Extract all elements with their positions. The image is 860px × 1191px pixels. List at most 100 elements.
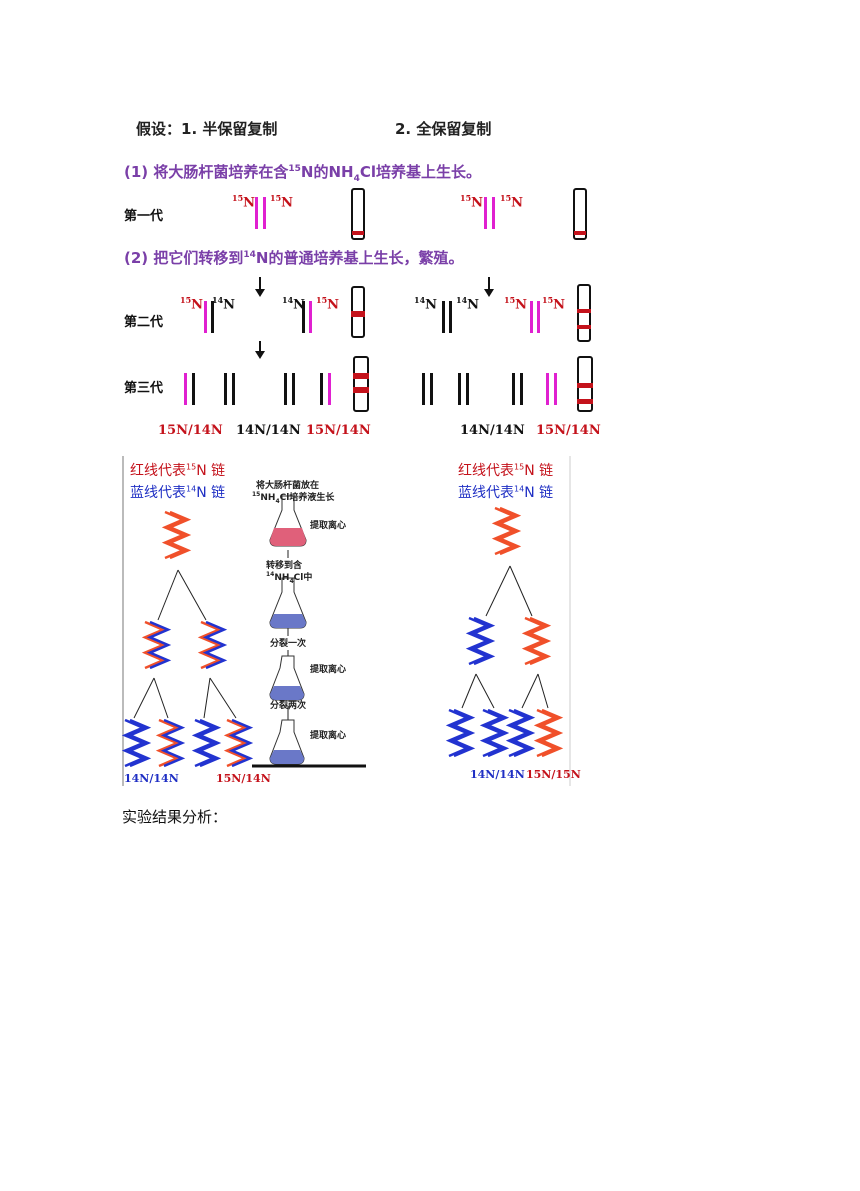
hypothesis-label: 假设：: [136, 120, 182, 138]
gen3-right-label-2: 15N/14N: [536, 423, 601, 438]
flask-step-1-sub: 4: [275, 497, 280, 505]
gen3-left-label-1: 15N/14N: [158, 423, 223, 438]
right-branch-2: [509, 565, 533, 617]
flask-4: [269, 719, 305, 765]
left-gen2-helix-2-strand-b: [160, 718, 186, 768]
gen2-right-b-label-14n: 14N: [456, 295, 479, 312]
strand-diagram: [184, 188, 593, 412]
left-branch-4: [153, 677, 169, 719]
right-gen1-helix-1-strand-a: [465, 616, 491, 666]
gen2-left-a-label-14n: 14N: [212, 295, 235, 312]
right-gen2-helix-4-strand-a: [533, 708, 559, 758]
step-1-prefix: (1) 将大肠杆菌培养在含: [124, 163, 289, 181]
gen2-right-c-label-15n: 15N: [504, 295, 527, 312]
legend-blue-iso: 14: [186, 484, 197, 494]
gen3-right-1-14n-b: [430, 373, 433, 405]
flask-step-2-rest: Cl中: [293, 573, 313, 583]
legend-blue-right: 蓝线代表14N 链: [458, 482, 553, 502]
replication-hypotheses-figure: 假设：1. 半保留复制 2. 全保留复制 (1) 将大肠杆菌培养在含15N的NH…: [114, 111, 601, 441]
legend-blue-prefix: 蓝线代表: [458, 485, 514, 501]
gen1-left-strand-2: [263, 197, 266, 229]
flask-split-once: 分裂一次: [270, 639, 307, 649]
isotope-superscript: 15: [180, 295, 192, 305]
step-1-mid: N的NH: [300, 163, 354, 181]
legend-blue-left: 蓝线代表14N 链: [130, 482, 225, 502]
flask-step-1-iso: 15: [252, 491, 261, 498]
gen3-right-tube-band-2: [577, 399, 593, 404]
gen3-right-3-14n-b: [520, 373, 523, 405]
gen3-left-tube: [353, 356, 369, 412]
gen1-left-tube: [351, 188, 365, 240]
isotope-superscript: 15: [500, 193, 512, 203]
gen2-right-a-14n: [442, 301, 445, 333]
gen1-right-strand-2: [492, 197, 495, 229]
flask-3: [269, 655, 305, 701]
element-symbol: N: [191, 297, 204, 313]
isotope-superscript: 15: [270, 193, 282, 203]
right-gen2-helix-1-strand-a: [445, 708, 471, 758]
flask-step-2-line-b: 14NH4Cl中: [266, 570, 312, 585]
gen1-right-tube-band: [574, 231, 586, 235]
isotope-superscript: 14: [282, 295, 294, 305]
gen2-right-d-15n: [537, 301, 540, 333]
gen1-left-strand-label-a: 15N: [232, 193, 255, 210]
generation-1-label: 第一代: [124, 209, 164, 224]
left-gen1-helix-1-strand-b: [146, 620, 172, 670]
gen3-left-2-14n: [224, 373, 227, 405]
arrow-gen2-left-head: [255, 289, 265, 297]
legend-red-left: 红线代表15N 链: [130, 460, 225, 480]
arrow-gen3-left-head: [255, 351, 265, 359]
gen1-left-tube-band: [352, 231, 364, 235]
flask-step-1-rest: Cl培养液生长: [279, 493, 335, 503]
arrow-gen2-right-head: [484, 289, 494, 297]
bottom-label-right-1: 14N/14N: [470, 768, 525, 781]
gen1-right-strand-label-a: 15N: [460, 193, 483, 210]
isotope-superscript: 14: [212, 295, 224, 305]
isotope-superscript: 14: [414, 295, 426, 305]
gen2-left-b-label-14n: 14N: [282, 295, 305, 312]
step-1-text: (1) 将大肠杆菌培养在含15N的NH4Cl培养基上生长。: [124, 161, 481, 184]
generation-2-label: 第二代: [124, 315, 164, 330]
isotope-superscript: 15: [460, 193, 472, 203]
left-gen2-helix-1-strand-b: [126, 718, 152, 768]
flask-extract-2: 提取离心: [310, 665, 347, 675]
step-2-prefix: (2) 把它们转移到: [124, 249, 244, 267]
gen3-right-label-1-text: 14N/14N: [460, 423, 525, 438]
step-1-sub: 4: [353, 174, 360, 184]
gen2-left-a-14n: [211, 301, 214, 333]
right-gen2-helix-4-strand-b: [538, 708, 564, 758]
gen3-right-label-1: 14N/14N: [460, 423, 525, 438]
gen3-left-label-1-text: 15N/14N: [158, 423, 223, 438]
isotope-superscript: 15: [542, 295, 554, 305]
generation-3-label: 第三代: [124, 381, 164, 396]
flask-step-2-nh: NH: [274, 573, 290, 583]
flask-step-2-iso: 14: [266, 571, 275, 578]
left-branch-3: [133, 677, 155, 719]
gen3-right-3-14n: [512, 373, 515, 405]
legend-red-iso: 15: [514, 462, 525, 472]
element-symbol: N: [511, 195, 524, 211]
gen2-right-tube-band-2: [577, 325, 591, 329]
legend-red-suffix: N 链: [524, 463, 554, 479]
right-branch-5: [521, 673, 539, 709]
isotope-superscript: 15: [504, 295, 516, 305]
gen3-left-2-14n-b: [232, 373, 235, 405]
right-gen1-helix-1-strand-b: [470, 616, 496, 666]
flask-step-1-nh: NH: [260, 493, 276, 503]
left-branch-5: [203, 677, 211, 719]
gen3-left-label-2-text: 14N/14N: [236, 423, 301, 438]
gen2-right-a-label-14n: 14N: [414, 295, 437, 312]
legend-blue-iso: 14: [514, 484, 525, 494]
gen3-left-label-3: 15N/14N: [306, 423, 371, 438]
left-gen1-helix-2-strand-a: [197, 620, 223, 670]
gen2-right-c-15n: [530, 301, 533, 333]
gen3-left-4-15n: [328, 373, 331, 405]
right-gen1-helix-2-strand-b: [526, 616, 552, 666]
element-symbol: N: [243, 195, 256, 211]
gen2-left-b-15n: [309, 301, 312, 333]
legend-red-prefix: 红线代表: [130, 463, 186, 479]
element-symbol: N: [281, 195, 294, 211]
isotope-superscript: 15: [232, 193, 244, 203]
flask-step-1-line-a: 将大肠杆菌放在: [256, 481, 320, 491]
gen3-right-label-2-text: 15N/14N: [536, 423, 601, 438]
